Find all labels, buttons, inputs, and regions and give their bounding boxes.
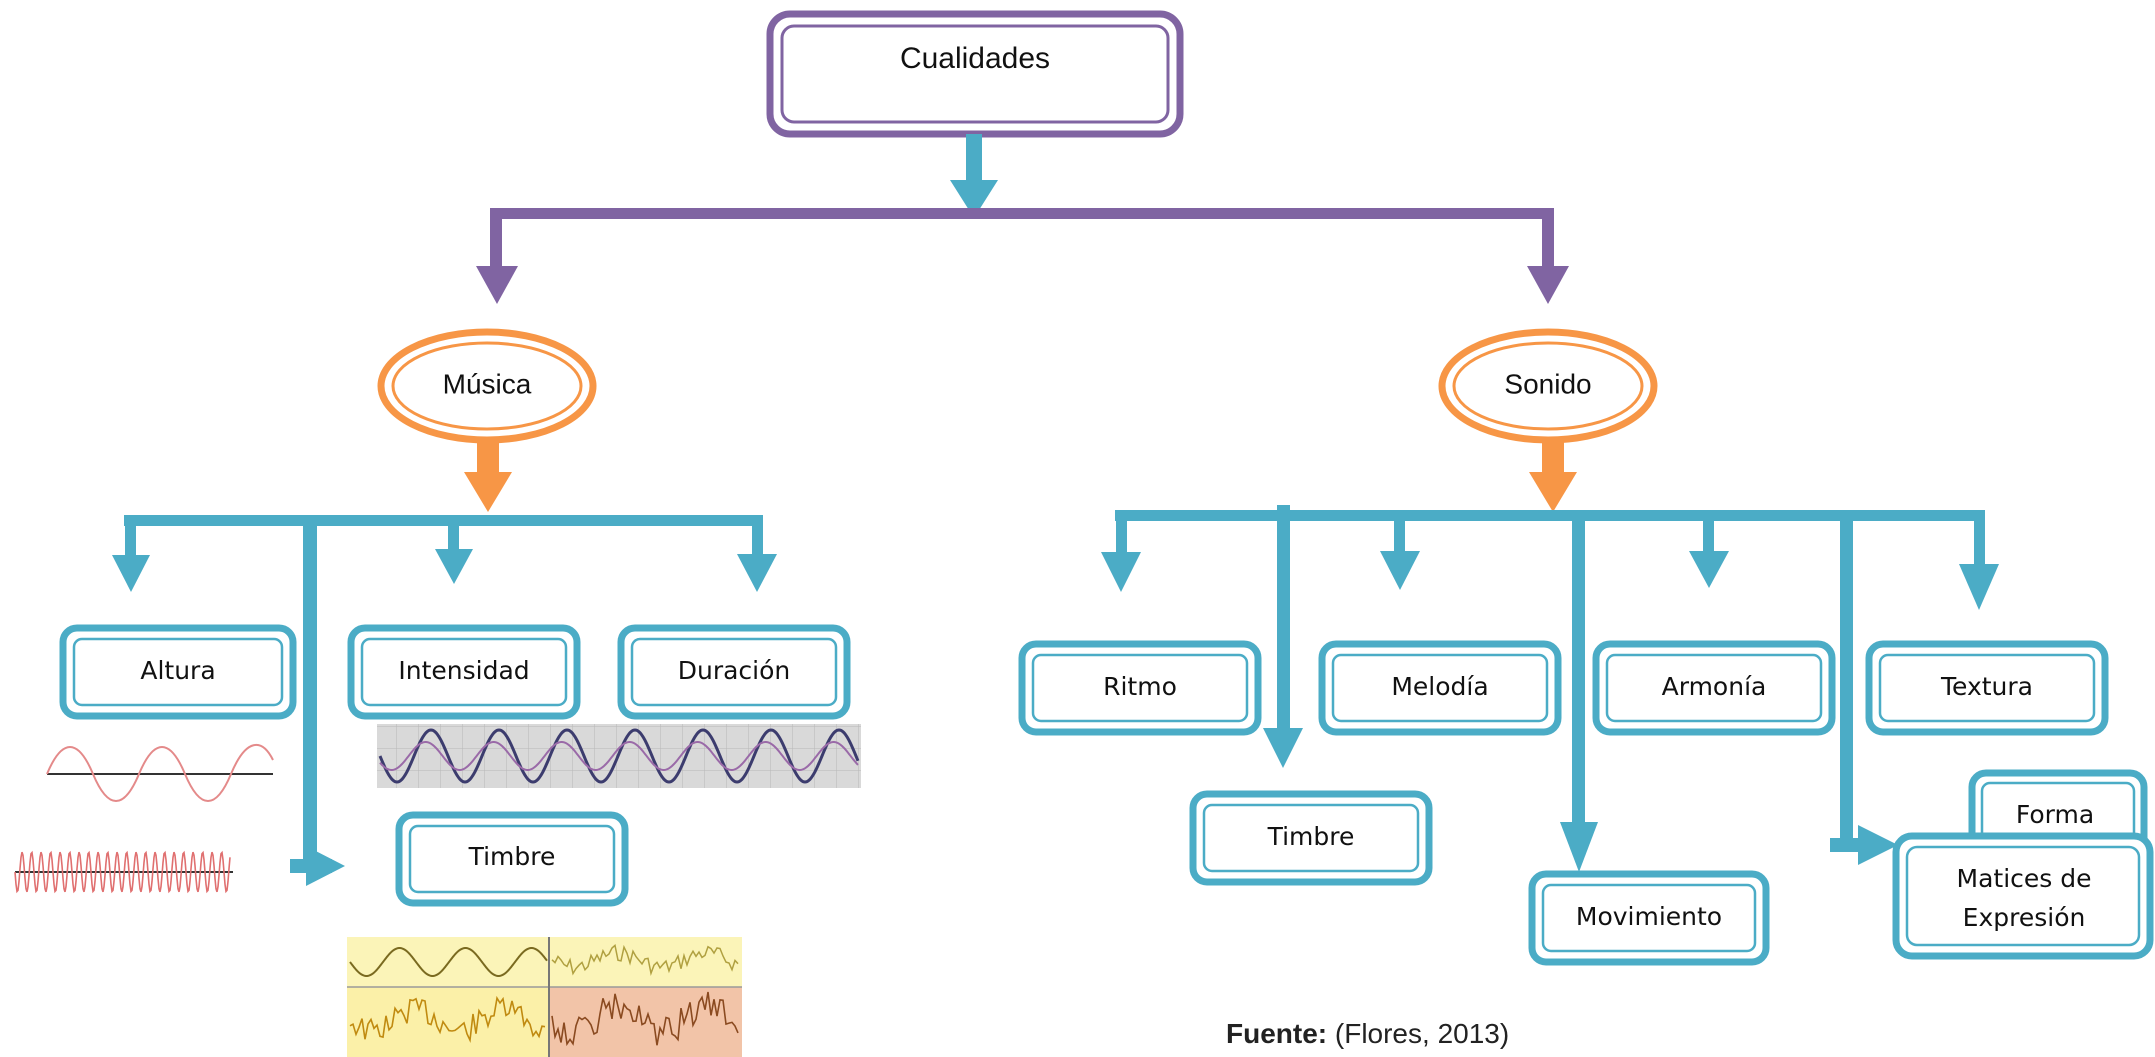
matices-label-line1: Matices de (1957, 864, 2092, 893)
altura-label: Altura (140, 656, 215, 685)
musica-node: Música (377, 328, 597, 444)
melodia-label: Melodía (1391, 672, 1488, 701)
root-node: Cualidades (766, 10, 1184, 138)
textura-box: Textura (1865, 640, 2109, 736)
root-label: Cualidades (900, 42, 1050, 75)
source-label: Fuente: (1226, 1018, 1328, 1049)
musica-down-arrow (464, 442, 512, 512)
purple-connector (476, 208, 1569, 304)
ritmo-box: Ritmo (1018, 640, 1262, 736)
sonido-down-arrow (1529, 442, 1577, 512)
altura-low-wave-image (46, 743, 274, 802)
timbre-wave-image (347, 937, 742, 1057)
duracion-box: Duración (617, 624, 851, 720)
forma-label: Forma (2016, 800, 2094, 829)
ritmo-label: Ritmo (1103, 672, 1177, 701)
sonido-label: Sonido (1504, 368, 1591, 399)
sonido-timbre-box: Timbre (1189, 790, 1433, 886)
matices-label-line2: Expresión (1963, 903, 2086, 932)
musica-timbre-label: Timbre (468, 842, 556, 871)
source-caption: Fuente: (Flores, 2013) (1226, 1018, 1509, 1050)
musica-label: Música (443, 368, 532, 399)
sonido-node: Sonido (1438, 328, 1658, 444)
altura-high-wave-image (14, 850, 233, 894)
intensidad-box: Intensidad (347, 624, 581, 720)
movimiento-box: Movimiento (1528, 870, 1770, 966)
textura-label: Textura (1940, 672, 2033, 701)
intensidad-wave-image (377, 724, 861, 788)
source-value: (Flores, 2013) (1334, 1018, 1510, 1049)
matices-box: Matices de Expresión (1892, 832, 2154, 960)
musica-connector (112, 515, 777, 886)
altura-box: Altura (59, 624, 297, 720)
melodia-box: Melodía (1318, 640, 1562, 736)
musica-timbre-box: Timbre (395, 811, 629, 907)
movimiento-label: Movimiento (1576, 902, 1722, 931)
armonia-label: Armonía (1662, 672, 1767, 701)
armonia-box: Armonía (1592, 640, 1836, 736)
root-down-arrow (950, 134, 998, 218)
sonido-timbre-label: Timbre (1267, 822, 1355, 851)
sonido-connector (1101, 505, 1999, 872)
intensidad-label: Intensidad (398, 656, 529, 685)
duracion-label: Duración (678, 656, 791, 685)
